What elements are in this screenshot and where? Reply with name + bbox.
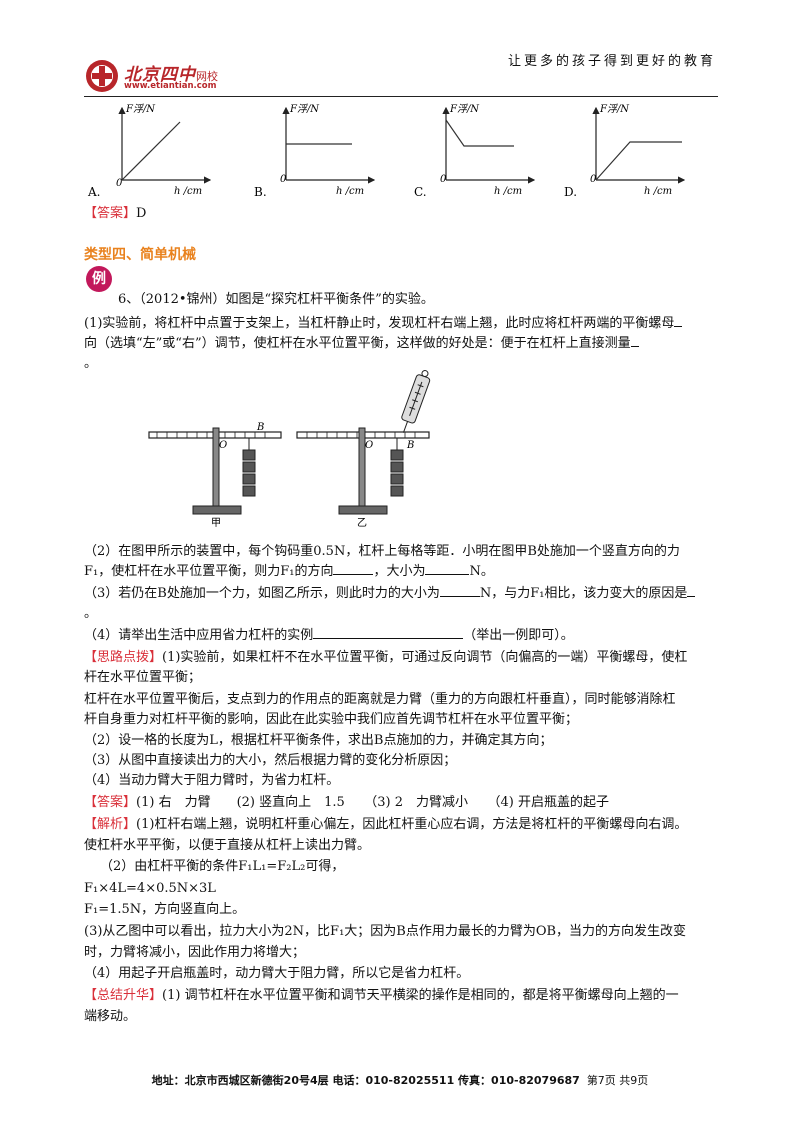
logo-text: 北京四中网校 [124, 65, 218, 85]
graph-options: F浮/N h /cm 0 A. F浮/N h /cm 0 B. F浮/N h /… [87, 103, 686, 199]
blank-4 [425, 574, 470, 575]
answer-tag: 【答案】 [84, 795, 137, 810]
graph-b-ylabel: F浮/N [289, 103, 320, 115]
footer-page: 第7页 共9页 [586, 1074, 649, 1087]
analysis-l2: 杆在水平位置平衡； [84, 670, 202, 685]
explain-l6: (3)从乙图中可以看出，拉力大小为2N，比F₁大；因为B点作用力最长的力臂为OB… [84, 924, 687, 939]
graph-b-xlabel: h /cm [336, 186, 364, 197]
question-p1a: (1)实验前，将杠杆中点置于支架上，当杠杆静止时，发现杠杆右端上翘，此时应将杠杆… [84, 314, 683, 334]
analysis-tag: 【思路点拨】 [84, 650, 163, 665]
analysis-l5: （2）设一格的长度为L，根据杠杆平衡条件，求出B点施加的力，并确定其方向； [84, 733, 553, 748]
analysis-l3: 杠杆在水平位置平衡后，支点到力的作用点的距离就是力臂（重力的方向跟杠杆垂直），同… [84, 692, 676, 707]
explain-l4: F₁×4L=4×0.5N×3L [84, 881, 216, 896]
blank-2 [630, 346, 639, 347]
blank-7 [313, 638, 464, 639]
lever-yi-o: O [365, 440, 373, 451]
question-p1c: 。 [84, 356, 98, 371]
page-footer: 地址：北京市西城区新德街20号4层 电话：010-82025511 传真：010… [0, 1072, 800, 1088]
question-p4: （4）请举出生活中应用省力杠杆的实例（举出一例即可）。 [84, 628, 574, 643]
prev-answer-tag: 【答案】 [84, 206, 137, 221]
graph-d-label: D. [564, 185, 577, 199]
question-title: 6、（2012•锦州）如图是“探究杠杆平衡条件”的实验。 [118, 292, 434, 307]
footer-address: 地址：北京市西城区新德街20号4层 电话：010-82025511 传真：010… [151, 1074, 580, 1087]
question-p1b: 向（选填“左”或“右”）调节，使杠杆在水平位置平衡，这样做的好处是：便于在杠杆上… [84, 334, 639, 354]
analysis-l1: 【思路点拨】(1)实验前，如果杠杆不在水平位置平衡，可通过反向调节（向偏高的一端… [84, 650, 688, 665]
analysis-l6: （3）从图中直接读出力的大小，然后根据力臂的变化分析原因； [84, 753, 457, 768]
explain-l3: （2）由杠杆平衡的条件F₁L₁=F₂L₂可得， [100, 859, 345, 874]
prev-answer: 【答案】D [84, 204, 146, 224]
graph-b-origin: 0 [280, 174, 287, 185]
lever-jia-o: O [219, 440, 227, 451]
lever-jia: O B 甲 [148, 422, 282, 529]
graph-c-label: C. [414, 185, 427, 199]
prev-answer-text: D [136, 206, 147, 221]
answer-line: 【答案】(1) 右 力臂 (2) 竖直向上 1.5 （3) 2 力臂减小 （4)… [84, 793, 609, 813]
graph-c-xlabel: h /cm [494, 186, 522, 197]
analysis-l7: （4）当动力臂大于阻力臂时，为省力杠杆。 [84, 773, 340, 788]
graph-d: F浮/N h /cm 0 D. [564, 103, 686, 199]
summary-tag: 【总结升华】 [84, 988, 163, 1003]
spring-balance-icon [401, 370, 431, 433]
lever-yi-label: 乙 [357, 517, 367, 529]
graph-a-ylabel: F浮/N [125, 103, 156, 115]
header-divider [84, 96, 718, 97]
graph-b: F浮/N h /cm 0 B. [254, 103, 376, 199]
summary-l1: 【总结升华】(1) 调节杠杆在水平位置平衡和调节天平横梁的操作是相同的，都是将平… [84, 988, 679, 1003]
explain-l2: 使杠杆水平平衡，以便于直接从杠杆上读出力臂。 [84, 838, 371, 853]
blank-3 [333, 574, 374, 575]
graph-b-label: B. [254, 185, 267, 199]
blank-1 [674, 326, 683, 327]
graph-d-xlabel: h /cm [644, 186, 672, 197]
explain-l1: 【解析】(1)杠杆右端上翘，说明杠杆重心偏左，因此杠杆重心应右调，方法是将杠杆的… [84, 817, 688, 832]
graph-d-ylabel: F浮/N [599, 103, 630, 115]
school-logo: 北京四中网校 www.etiantian.com [84, 58, 254, 94]
explain-tag: 【解析】 [84, 817, 137, 832]
header-slogan: 让更多的孩子得到更好的教育 [507, 54, 716, 69]
logo-suffix: 网校 [196, 70, 218, 83]
blank-5 [439, 596, 480, 597]
graph-c: F浮/N h /cm 0 C. [414, 103, 536, 199]
example-badge: 例 [86, 266, 112, 292]
lever-yi-b: B [406, 440, 414, 451]
lever-figure: O B 甲 O B 乙 [148, 370, 431, 529]
explain-l7: 时，力臂将减小，因此作用力将增大； [84, 945, 306, 960]
explain-l5: F₁=1.5N，方向竖直向上。 [84, 902, 246, 917]
summary-l2: 端移动。 [84, 1009, 137, 1024]
question-p2a: （2）在图甲所示的装置中，每个钩码重0.5N，杠杆上每格等距．小明在图甲B处施加… [84, 544, 680, 559]
lever-jia-b: B [256, 422, 264, 433]
analysis-l4: 杆自身重力对杠杆平衡的影响，因此在此实验中我们应首先调节杠杆在水平位置平衡； [84, 712, 579, 727]
logo-seal-icon [86, 60, 118, 92]
question-p3b: 。 [84, 606, 98, 621]
blank-6 [687, 596, 696, 597]
graph-a: F浮/N h /cm 0 A. [87, 103, 212, 199]
logo-url: www.etiantian.com [124, 81, 217, 91]
explain-l8: （4）用起子开启瓶盖时，动力臂大于阻力臂，所以它是省力杠杆。 [84, 966, 470, 981]
graph-c-ylabel: F浮/N [449, 103, 480, 115]
graph-a-label: A. [87, 185, 100, 199]
lever-yi: O B 乙 [296, 370, 431, 529]
section-title: 类型四、简单机械 [84, 247, 196, 263]
graph-a-origin: 0 [116, 178, 123, 189]
graph-c-origin: 0 [440, 174, 447, 185]
answer-text: (1) 右 力臂 (2) 竖直向上 1.5 （3) 2 力臂减小 （4) 开启瓶… [136, 795, 610, 810]
lever-jia-label: 甲 [211, 518, 221, 529]
graph-d-origin: 0 [590, 174, 597, 185]
graph-a-xlabel: h /cm [174, 186, 202, 197]
